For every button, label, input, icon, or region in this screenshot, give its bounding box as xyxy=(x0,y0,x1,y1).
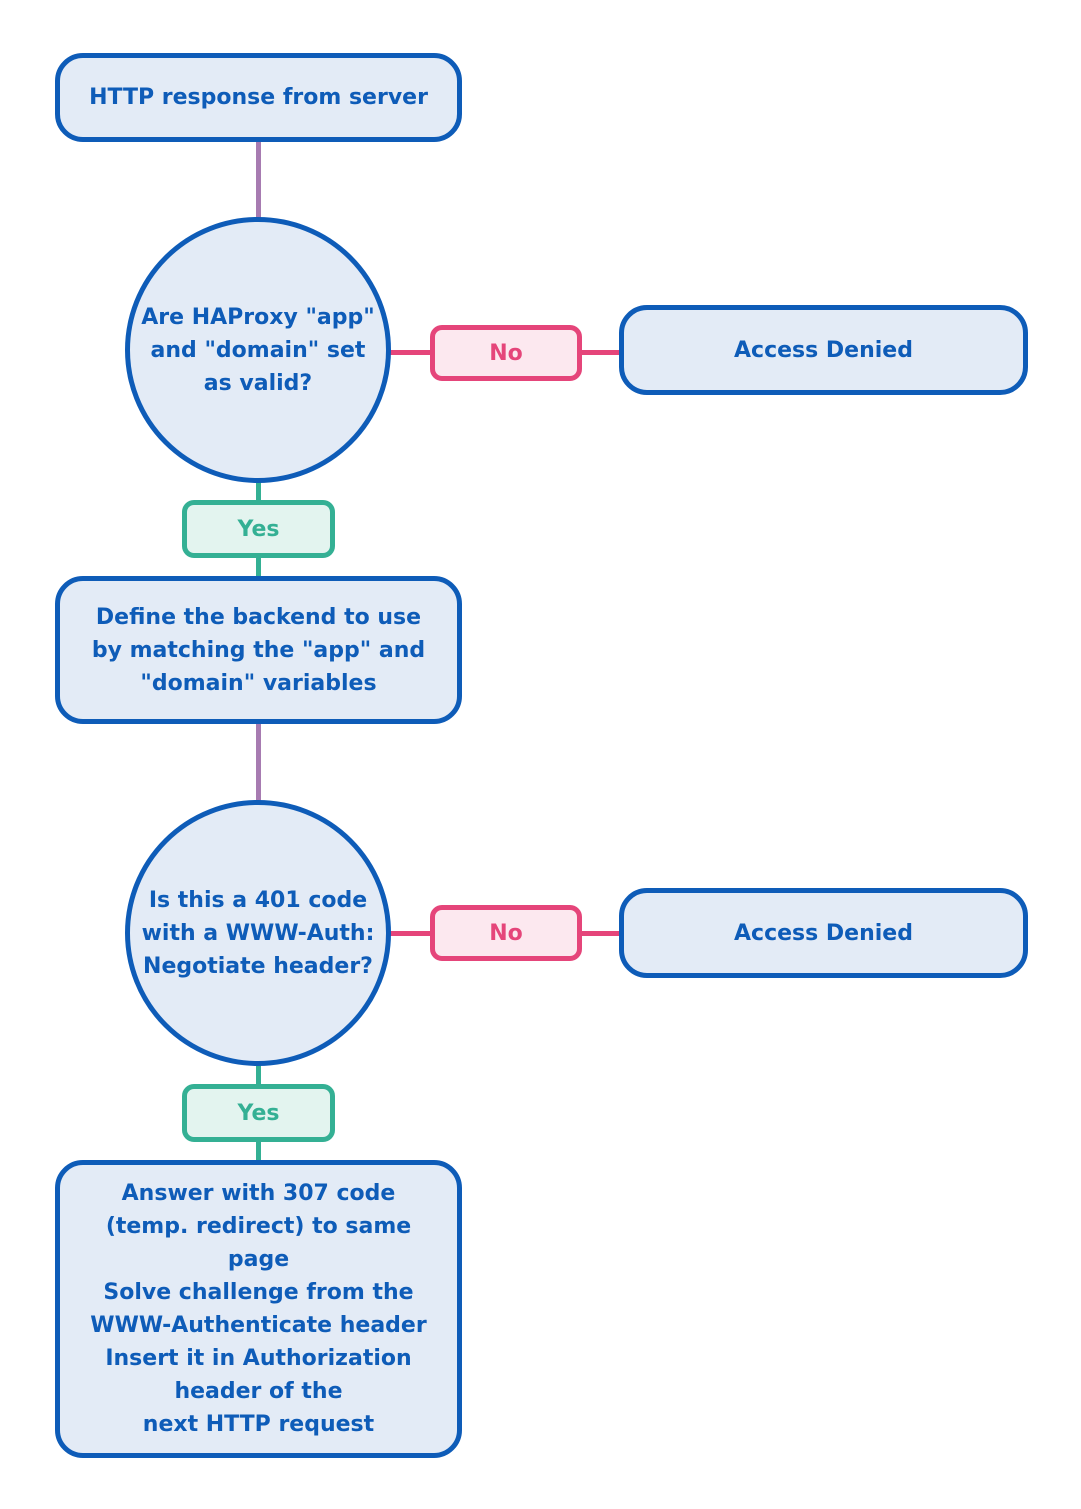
start-node: HTTP response from server xyxy=(55,53,462,142)
connector-yes1-to-backend xyxy=(256,554,261,580)
connector-no2-to-deny2 xyxy=(578,931,624,936)
connector-backend-to-decision2 xyxy=(256,720,261,804)
access-denied-node-2: Access Denied xyxy=(619,888,1028,978)
edge-label-no-2: No xyxy=(430,905,582,961)
access-denied-node-1: Access Denied xyxy=(619,305,1028,395)
connector-decision2-to-no2 xyxy=(388,931,434,936)
edge-label-yes-1: Yes xyxy=(182,500,335,558)
connector-no1-to-deny1 xyxy=(578,350,624,355)
connector-start-to-decision1 xyxy=(256,138,261,220)
edge-label-no-1: No xyxy=(430,325,582,381)
connector-decision1-to-no1 xyxy=(388,350,434,355)
decision-valid-app-domain: Are HAProxy "app" and "domain" set as va… xyxy=(125,217,391,483)
edge-label-yes-2: Yes xyxy=(182,1084,335,1142)
answer-307-node: Answer with 307 code (temp. redirect) to… xyxy=(55,1160,462,1458)
define-backend-node: Define the backend to use by matching th… xyxy=(55,576,462,724)
connector-decision1-to-yes1 xyxy=(256,478,261,504)
connector-yes2-to-answer xyxy=(256,1138,261,1164)
connector-decision2-to-yes2 xyxy=(256,1062,261,1088)
decision-401-negotiate: Is this a 401 code with a WWW-Auth: Nego… xyxy=(125,800,391,1066)
